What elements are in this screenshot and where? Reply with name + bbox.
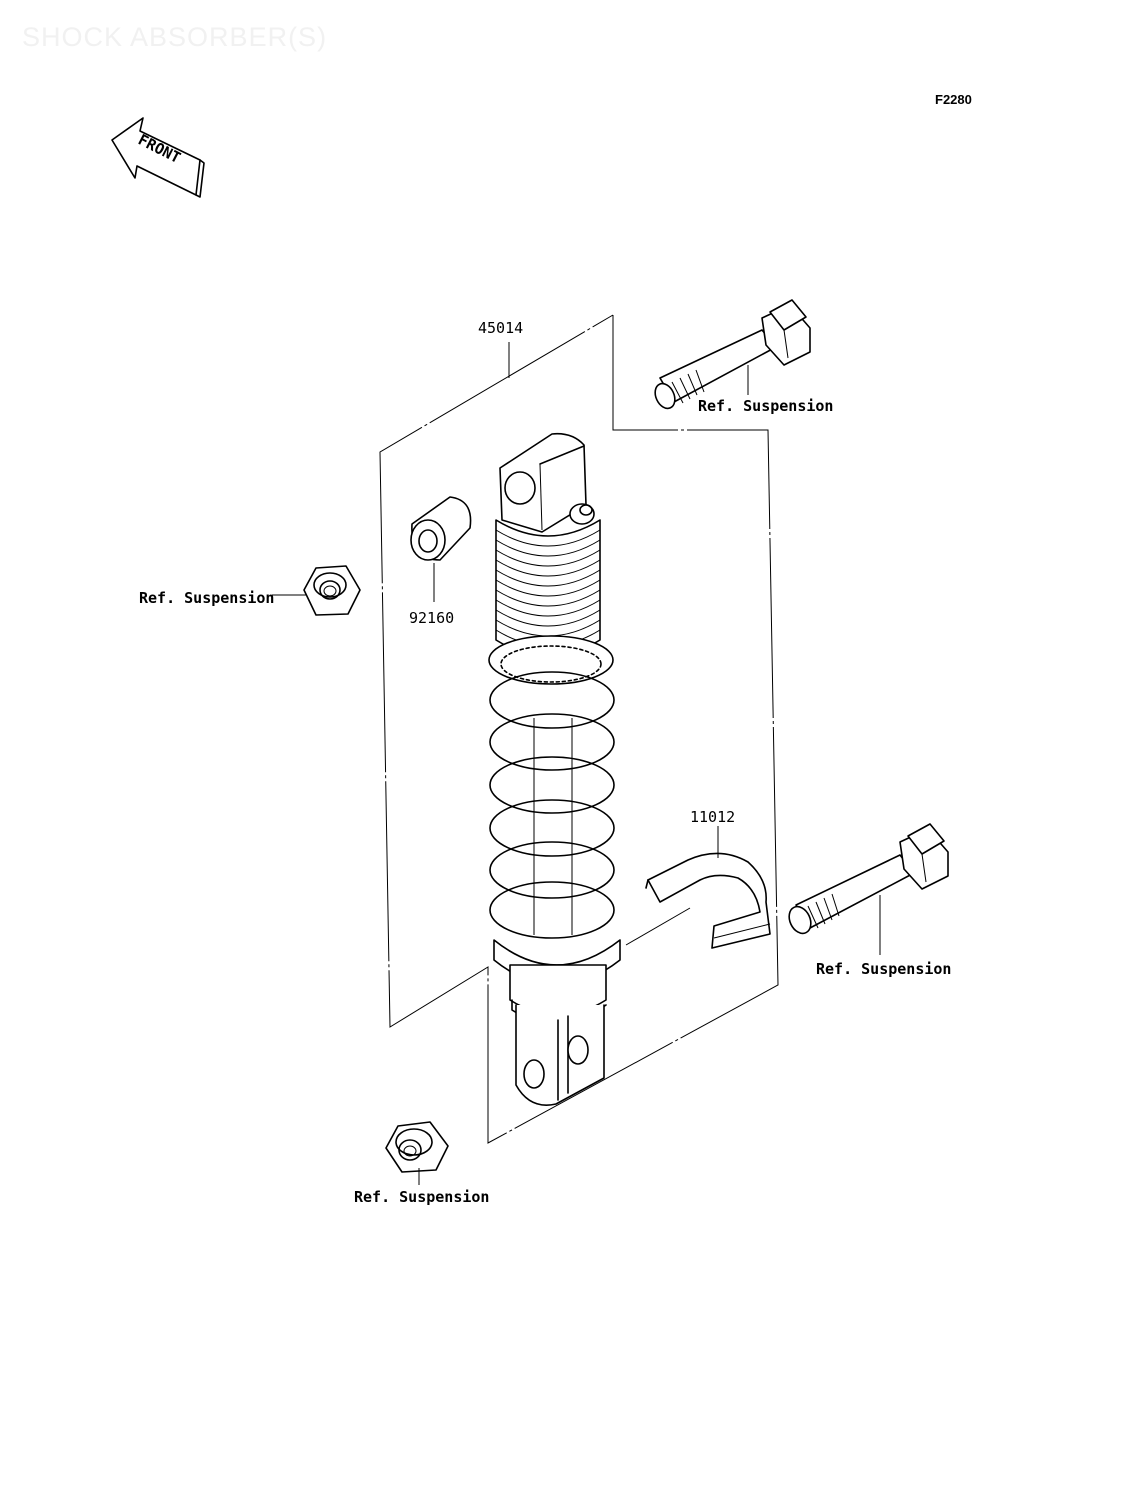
leader-clamp-to-shock [625,907,691,946]
front-arrow-icon: FRONT [111,117,205,198]
upper-bolt-icon [654,299,811,410]
label-11012: 11012 [690,808,735,826]
clamp-icon [645,852,771,949]
label-92160: 92160 [409,609,454,627]
label-lower-bolt: Ref. Suspension [816,960,951,978]
label-upper-bolt: Ref. Suspension [698,397,833,415]
assembly-outline [379,314,779,1144]
shock-absorber-icon [488,432,621,1106]
lower-nut-icon [385,1121,449,1173]
label-45014: 45014 [478,319,523,337]
label-upper-nut: Ref. Suspension [139,589,274,607]
label-lower-nut: Ref. Suspension [354,1188,489,1206]
upper-nut-icon [303,565,361,616]
diagram-code: F2280 [935,92,972,107]
lower-bolt-icon [788,823,949,935]
bushing-icon [410,496,472,561]
page-watermark: SHOCK ABSORBER(S) [22,22,328,52]
